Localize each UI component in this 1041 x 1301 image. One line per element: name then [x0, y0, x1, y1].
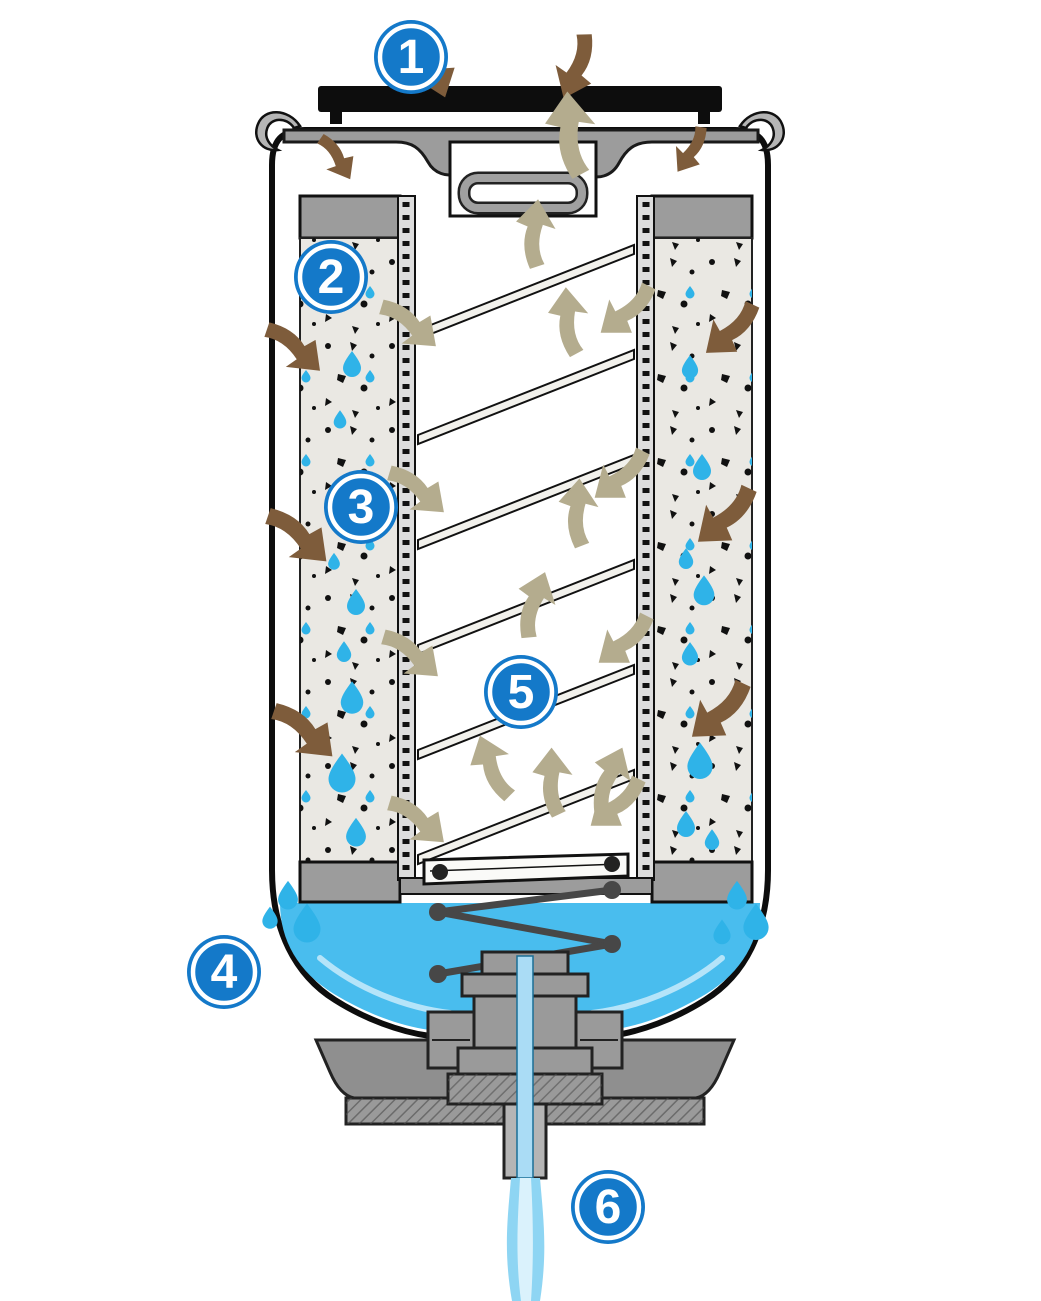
callout-ring — [297, 243, 365, 311]
crimp-seam-right-icon — [738, 111, 785, 152]
spring-end — [429, 903, 447, 921]
water-drain-channel — [516, 955, 534, 1179]
callout-ring — [574, 1173, 642, 1241]
crimp-seam-left-icon — [255, 111, 302, 152]
filter-media-left — [298, 194, 402, 904]
media-end-cap-bottom — [298, 860, 402, 904]
callout-ring — [327, 473, 395, 541]
callout-4: 4 — [187, 935, 261, 1009]
callout-3: 3 — [324, 470, 398, 544]
callout-ring — [487, 658, 555, 726]
callout-ring — [190, 938, 258, 1006]
bypass-plate-seam — [429, 863, 621, 872]
tube-interior — [414, 196, 638, 886]
callout-number: 2 — [318, 251, 345, 304]
plate-rivet — [432, 864, 448, 880]
center-tube — [397, 195, 655, 895]
callout-circle — [484, 655, 558, 729]
water-stream — [506, 1178, 545, 1301]
spring-end — [603, 881, 621, 899]
callouts: 1 2 3 4 5 6 — [187, 20, 645, 1244]
top-gasket-seal — [318, 86, 722, 112]
media-end-cap-top — [650, 194, 754, 240]
callout-circle — [374, 20, 448, 94]
plate-rivet — [604, 856, 620, 872]
stream-highlight — [517, 1178, 533, 1301]
drain-valve-assembly — [313, 950, 737, 1180]
callout-number: 5 — [508, 666, 535, 719]
callout-2: 2 — [294, 240, 368, 314]
callout-number: 3 — [348, 481, 375, 534]
filter-media-right — [650, 194, 754, 904]
callout-number: 6 — [595, 1181, 622, 1234]
callout-5: 5 — [484, 655, 558, 729]
neck-seal-ring — [460, 174, 586, 212]
seal-tab — [330, 112, 342, 124]
seal-tab — [698, 112, 710, 124]
callout-circle — [324, 470, 398, 544]
callout-circle — [294, 240, 368, 314]
bypass-plate — [422, 852, 630, 886]
callout-number: 1 — [398, 31, 425, 84]
callout-number: 4 — [211, 946, 238, 999]
media-end-cap-top — [298, 194, 402, 240]
callout-6: 6 — [571, 1170, 645, 1244]
spring-end — [603, 935, 621, 953]
top-assembly — [282, 86, 760, 218]
callout-circle — [187, 935, 261, 1009]
callout-circle — [571, 1170, 645, 1244]
callout-ring — [377, 23, 445, 91]
callout-1: 1 — [374, 20, 448, 94]
spring-end — [429, 965, 447, 983]
